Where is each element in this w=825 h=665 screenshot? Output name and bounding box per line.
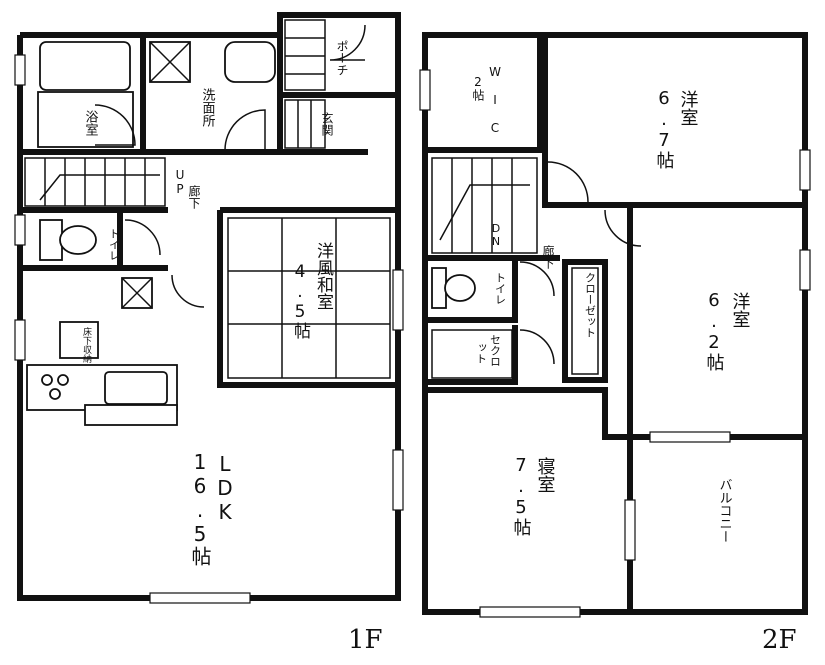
1f-toilet-bowl: [59, 225, 97, 255]
label-wic-size: 2帖: [471, 75, 485, 101]
label-toilet-1f: トイレ: [108, 228, 121, 261]
1f-toilet-tank: [39, 219, 63, 261]
2f-stairs-arrow: [439, 184, 530, 241]
2f-wall-small-closet: [425, 325, 518, 385]
1f-stairs: [24, 157, 166, 207]
label-western2-size: 6.2帖: [704, 290, 725, 371]
label-western2: 洋室: [730, 292, 751, 328]
label-closet: クローゼット: [584, 272, 597, 338]
label-small-closet: セクロ: [489, 334, 502, 367]
label-ldk: LDK: [213, 452, 237, 524]
label-stairs-up: UP: [173, 168, 187, 196]
label-stairs-dn: DN: [490, 222, 503, 248]
2f-stairs: [431, 157, 538, 254]
washroom-door: [224, 109, 266, 151]
2f-closet: [562, 259, 608, 383]
label-entrance: 玄関: [320, 111, 334, 136]
label-porch: ポーチ: [335, 40, 349, 76]
2f-wall-western1: [542, 35, 805, 208]
2f-toilet-door: [519, 261, 555, 297]
porch-steps: [284, 19, 326, 91]
label-western1: 洋室: [678, 90, 699, 126]
small-closet-box: [431, 329, 513, 379]
1f-wall-jroom: [217, 210, 398, 388]
label-small-closet-b: ット: [475, 342, 488, 364]
bath-door: [94, 104, 136, 146]
label-western1-size: 6.7帖: [654, 88, 675, 169]
label-ldk-size: 16.5帖: [188, 450, 212, 566]
bath-floor: [37, 91, 134, 148]
1f-toilet-door: [124, 219, 161, 256]
label-japanese-room-size: 4.5帖: [290, 262, 310, 339]
western2-door: [604, 209, 642, 247]
label-bedroom: 寝室: [535, 457, 556, 493]
label-japanese-room: 洋風和室: [313, 242, 334, 310]
1f-hall-door: [171, 274, 205, 308]
2f-toilet-tank: [431, 267, 447, 309]
floor-2f: [419, 32, 811, 618]
label-bath: 浴室: [83, 110, 99, 136]
label-floor-storage: 床下収納: [81, 326, 92, 364]
2f-wall-wic: [425, 35, 543, 153]
label-wic: W I C: [488, 65, 502, 135]
label-bedroom-size: 7.5帖: [511, 455, 532, 536]
2f-outer-wall: [422, 32, 808, 615]
floor-storage-hatch: [59, 321, 99, 359]
2f-wall-bedroom-top: [425, 387, 630, 440]
entrance-step: [284, 99, 326, 149]
kitchen-sink: [104, 371, 168, 405]
floor-tag-1f: 1F: [348, 625, 383, 655]
front-door: [329, 24, 366, 61]
bathtub: [39, 41, 131, 91]
label-washroom: 洗面所: [200, 88, 216, 127]
floor-1f: [14, 12, 404, 604]
label-hall-1f: 廊下: [187, 184, 201, 209]
1f-stairs-arrow: [39, 174, 160, 201]
label-hall-2f: 廊下: [541, 244, 555, 269]
kitchen-island: [84, 404, 178, 426]
floor-tag-2f: 2F: [762, 625, 797, 655]
2f-wall-toilet: [425, 258, 518, 323]
label-toilet-2f: トイレ: [494, 272, 507, 305]
label-balcony: バルコニー: [717, 478, 733, 543]
western1-door: [547, 161, 589, 203]
small-closet-door: [519, 329, 555, 365]
1f-tatami: [227, 217, 391, 379]
washbasin: [224, 41, 276, 83]
2f-toilet-bowl: [444, 274, 476, 302]
